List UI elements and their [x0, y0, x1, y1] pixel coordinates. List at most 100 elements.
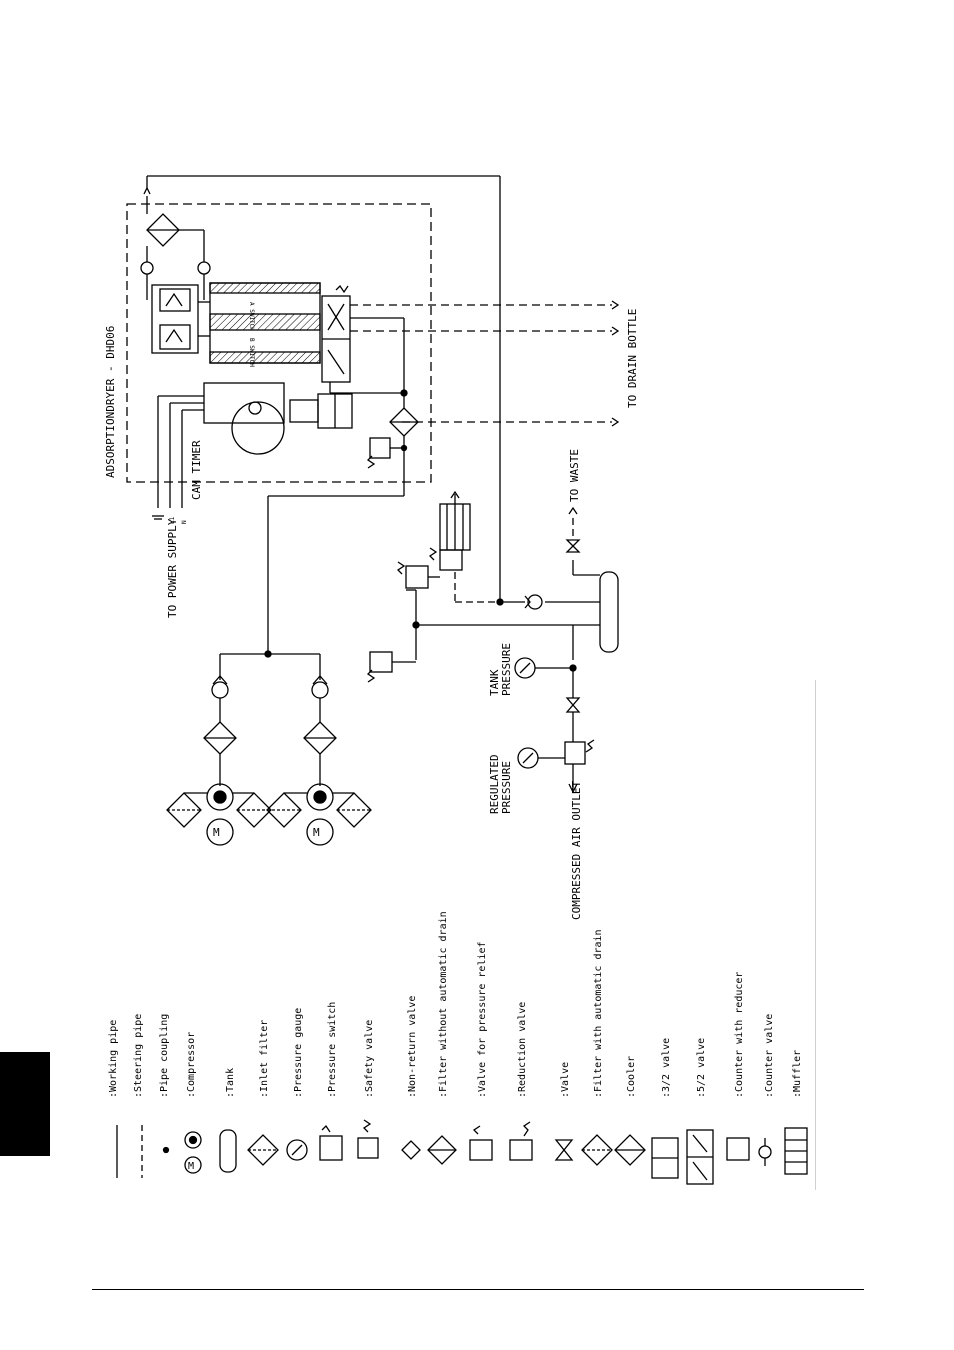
legend-label-pressure-switch: :Pressure switch: [327, 1002, 338, 1098]
label-n: N: [181, 520, 188, 524]
legend-label-filter-no-drain: :Filter without automatic drain: [438, 911, 449, 1098]
outlet-arrow: [568, 783, 578, 794]
label-dryer: ADSORPTIONDRYER - DHD06: [104, 326, 117, 478]
legend-label-tank: :Tank: [225, 1068, 236, 1098]
main-piping: [219, 176, 600, 680]
legend-pressure-gauge-symbol: [286, 1139, 308, 1161]
compressor-1-check-valve: [211, 681, 229, 699]
compressor-2-motor: [306, 818, 334, 846]
dryer-unit: A SWITCH B SWITCH: [126, 175, 620, 520]
drain-arrow-1: [611, 300, 620, 310]
legend-label-muffler: :Muffler: [792, 1050, 803, 1098]
tank: [599, 571, 619, 653]
compressor-1: M: [166, 675, 272, 846]
legend-label-counter-reducer: :Counter with reducer: [734, 972, 745, 1098]
label-tank-2: PRESSURE: [500, 643, 513, 696]
drain-arrow-2: [611, 326, 620, 336]
waste-arrow: [568, 506, 578, 515]
waste-valve: [565, 539, 581, 553]
return-check-valve: [527, 594, 543, 610]
legend-label-non-return-valve: :Non-return valve: [407, 996, 418, 1098]
legend-label-compressor: :Compressor: [186, 1032, 197, 1098]
legend-label-relief-valve: :Valve for pressure relief: [477, 941, 488, 1098]
compressor-2-pump: [306, 783, 334, 811]
legend-safety-valve-symbol: [357, 1137, 379, 1159]
main-safety-valve: [369, 651, 393, 673]
column-label-a: A SWITCH: [248, 302, 255, 331]
outlet-valve: [565, 697, 581, 713]
compressor-2-inlet-filter-a: [266, 792, 302, 828]
legend-label-filter-auto-drain: :Filter with automatic drain: [593, 929, 604, 1098]
legend-label-inlet-filter: :Inlet filter: [259, 1020, 270, 1098]
legend-label-counter-valve: :Counter valve: [764, 1014, 775, 1098]
dryer-check-valve-right: [197, 261, 211, 275]
label-drain-bottle: TO DRAIN BOTTLE: [626, 309, 639, 408]
dryer-pressure-switch-2: [159, 324, 191, 350]
cam-timer-housing: [203, 382, 285, 424]
label-l1: L1: [169, 516, 176, 524]
column-label-b: B SWITCH: [248, 338, 255, 367]
label-power-supply: TO POWER SUPPLY: [166, 518, 179, 618]
legend-label-valve-5-2: :5/2 valve: [696, 1038, 707, 1098]
compressor-1-inlet-filter-a: [166, 792, 202, 828]
legend-counter-valve-symbol: [758, 1145, 772, 1159]
dryer-switch-housing: [151, 284, 199, 354]
footer-rule: [92, 1289, 864, 1290]
legend-label-reduction-valve: :Reduction valve: [517, 1002, 528, 1098]
compressor-1-inlet-filter-b: [236, 792, 272, 828]
dryer-pressure-switch-1: [159, 288, 191, 312]
label-waste: TO WASTE: [568, 449, 581, 502]
legend-labels: :Working pipe :Steering pipe :Pipe couplin…: [108, 911, 803, 1098]
cam-timer-motor: [231, 401, 285, 455]
legend-non-return-valve-symbol: [401, 1140, 421, 1160]
cam-timer-cam: [248, 401, 262, 415]
pressure-relief-valve: [439, 549, 463, 571]
compressor-1-motor: [206, 818, 234, 846]
legend-label-pipe-coupling: :Pipe coupling: [159, 1014, 170, 1098]
dryer-boundary: [126, 203, 432, 483]
svg-text:M: M: [188, 1161, 194, 1172]
legend-label-valve-3-2: :3/2 valve: [661, 1038, 672, 1098]
drain-arrow-3: [611, 417, 620, 427]
side-tab-marker: [0, 1052, 50, 1156]
compressor-2-inlet-filter-b: [336, 792, 372, 828]
label-cam-timer: CAM TIMER: [190, 440, 203, 500]
legend-filter-auto-drain-symbol: [581, 1134, 613, 1166]
legend-border: [815, 680, 816, 1190]
legend-label-pressure-gauge: :Pressure gauge: [293, 1008, 304, 1098]
main-pressure-switch: [405, 565, 429, 589]
legend-label-safety-valve: :Safety valve: [364, 1020, 375, 1098]
legend-pressure-switch-symbol: [319, 1135, 343, 1161]
legend-compressor-symbol: M: [184, 1131, 202, 1174]
label-regulated-1: REGULATED: [488, 754, 501, 814]
compressor-1-pump: [206, 783, 234, 811]
compressor-2: M: [266, 675, 372, 846]
reduction-valve: [564, 741, 586, 765]
legend-relief-valve-symbol: [469, 1139, 493, 1161]
legend-valve-symbol: [554, 1139, 574, 1161]
dryer-safety-valve: [369, 437, 391, 459]
legend-label-working-pipe: :Working pipe: [108, 1020, 119, 1098]
legend-label-cooler: :Cooler: [626, 1056, 637, 1098]
label-regulated-2: PRESSURE: [500, 761, 513, 814]
legend-label-valve: :Valve: [560, 1062, 571, 1098]
legend-reduction-valve-symbol: [509, 1139, 533, 1161]
label-outlet: COMPRESSED AIR OUTLET: [570, 781, 583, 920]
legend-tank-symbol: [219, 1129, 237, 1173]
motor-1-letter: M: [213, 826, 220, 839]
timer-solenoid: [289, 399, 319, 423]
valve-spring: [335, 284, 349, 294]
legend-inlet-filter-symbol: [247, 1134, 279, 1166]
legend-pipe-coupling-symbol: [162, 1146, 170, 1154]
motor-2-letter: M: [313, 826, 320, 839]
legend: M: [116, 1119, 808, 1185]
steering-lines: [454, 518, 574, 603]
dryer-check-valve-left: [140, 261, 154, 275]
legend-counter-reducer-symbol: [726, 1137, 750, 1161]
compressor-2-check-valve: [311, 681, 329, 699]
label-tank-1: TANK: [488, 669, 501, 696]
power-wiring: [152, 395, 204, 520]
drain-lines: [350, 304, 612, 423]
legend-label-steering-pipe: :Steering pipe: [133, 1014, 144, 1098]
